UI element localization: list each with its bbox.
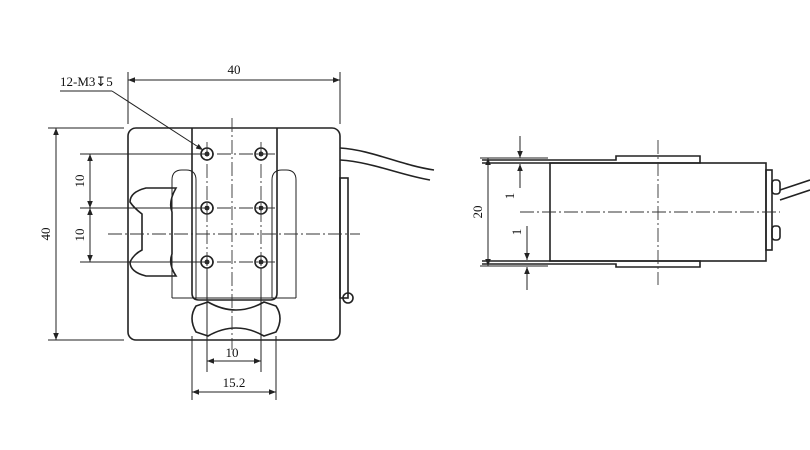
cable bbox=[339, 147, 435, 171]
inner-slot-right bbox=[271, 169, 297, 298]
dim-slot-pitch: 10 bbox=[206, 268, 262, 372]
dim-width: 40 bbox=[127, 62, 341, 124]
left-slot bbox=[129, 187, 178, 277]
hole-callout: 12-M3↧5 bbox=[60, 74, 204, 151]
hole-callout-label: 12-M3↧5 bbox=[60, 74, 113, 89]
dim-slot-pitch-label: 10 bbox=[226, 345, 239, 360]
side-screw-top bbox=[771, 179, 781, 195]
side-screw-bottom bbox=[771, 225, 781, 241]
dim-bottom-offset: 1 bbox=[509, 226, 530, 290]
dim-slot-width-label: 15.2 bbox=[223, 375, 246, 390]
dim-pitch-lower-label: 10 bbox=[72, 229, 87, 242]
dim-top-offset-label: 1 bbox=[502, 193, 517, 200]
connector-plate bbox=[765, 169, 773, 251]
side-plate bbox=[339, 177, 349, 299]
dim-pitch: 10 10 bbox=[72, 153, 200, 263]
dim-width-label: 40 bbox=[228, 62, 241, 77]
bottom-slot bbox=[191, 301, 281, 337]
dim-bottom-offset-label: 1 bbox=[509, 229, 524, 236]
dim-height: 40 bbox=[38, 127, 124, 341]
front-view: 40 12-M3↧5 40 10 10 bbox=[38, 62, 435, 400]
dim-side-height: 20 bbox=[470, 157, 548, 267]
side-screw bbox=[342, 292, 354, 304]
centerlines bbox=[108, 118, 360, 350]
dim-slot-width: 15.2 bbox=[191, 336, 277, 400]
dim-side-height-label: 20 bbox=[470, 206, 485, 219]
side-cable bbox=[779, 179, 810, 191]
inner-slot-left bbox=[171, 169, 197, 298]
dim-top-offset: 1 bbox=[502, 136, 523, 200]
top-plate bbox=[482, 155, 701, 164]
dim-height-label: 40 bbox=[38, 228, 53, 241]
dim-pitch-upper-label: 10 bbox=[72, 175, 87, 188]
side-view: 20 1 1 bbox=[470, 136, 810, 290]
inner-plate bbox=[191, 128, 278, 301]
